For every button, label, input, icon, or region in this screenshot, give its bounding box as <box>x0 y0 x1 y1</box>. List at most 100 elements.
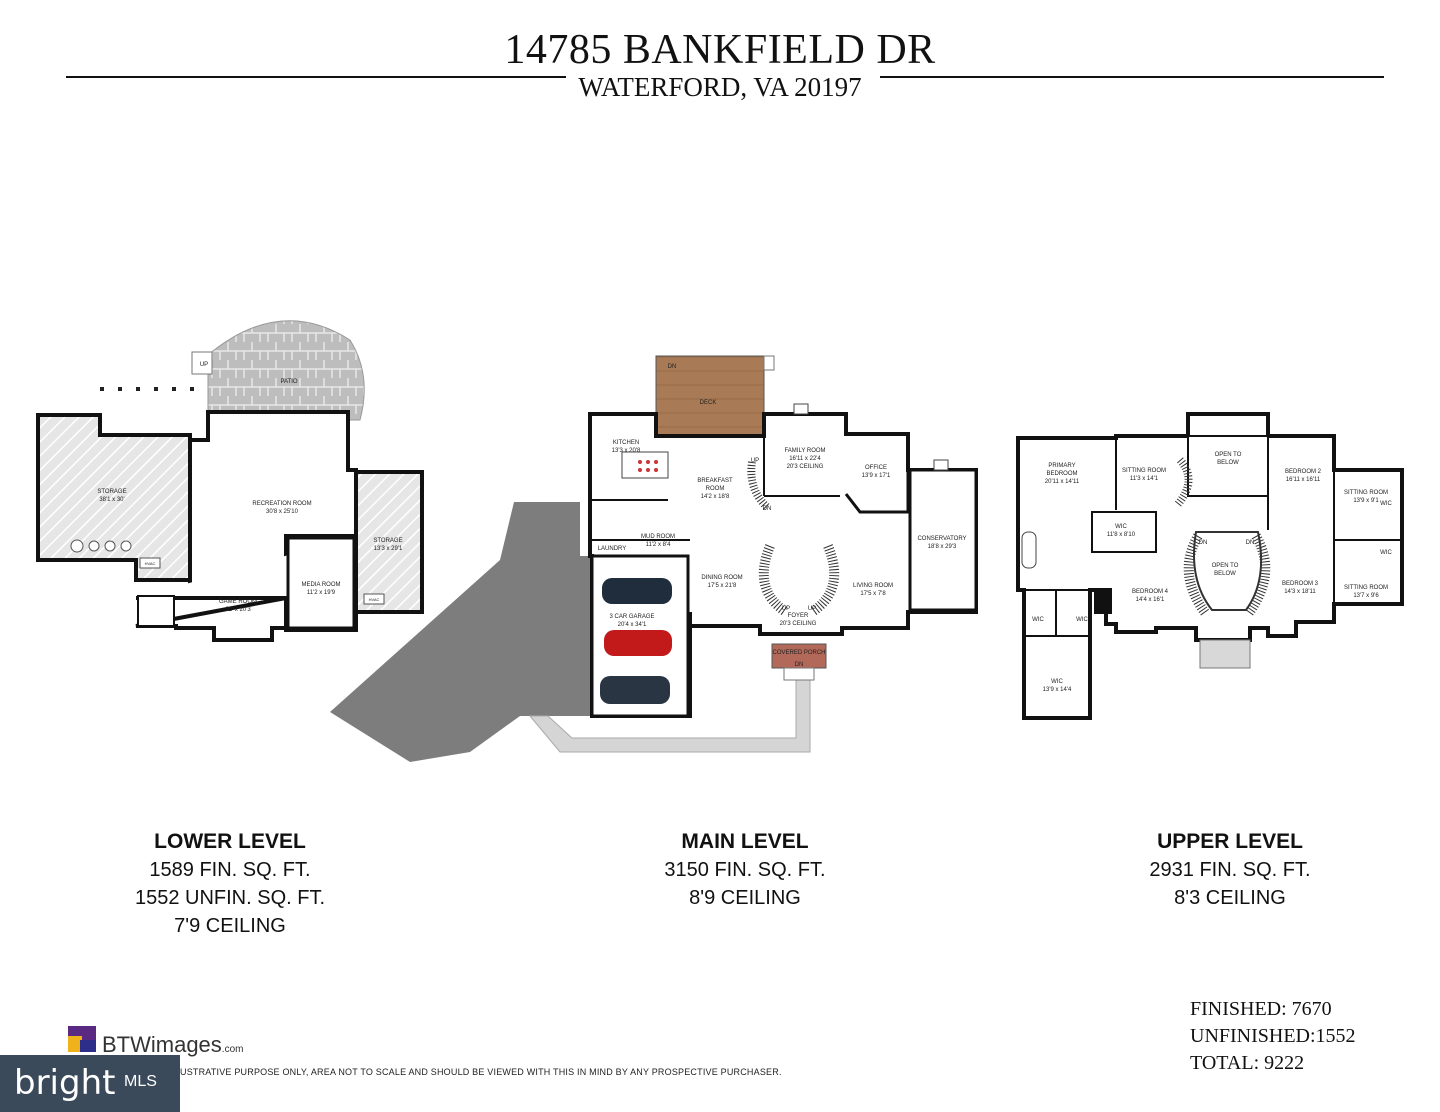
disclaimer-text: USTRATIVE PURPOSE ONLY, AREA NOT TO SCAL… <box>180 1067 782 1077</box>
label-media: MEDIA ROOM <box>301 582 340 588</box>
label-storage-right: STORAGE <box>373 538 402 544</box>
staircase-right <box>809 544 840 617</box>
label-wic-right: WIC <box>1076 617 1088 623</box>
deck-stairs <box>763 355 775 371</box>
btw-logo-text: BTWimages.com <box>102 1032 244 1057</box>
label-wic-top: WIC <box>1115 524 1127 530</box>
label-breakfast-2: ROOM <box>706 486 725 492</box>
label-office-dim: 13'9 x 17'1 <box>862 473 891 479</box>
label-storage-left: STORAGE <box>97 489 126 495</box>
label-game: GAME ROOM <box>219 599 257 605</box>
label-sitting2-dim: 13'9 x 9'1 <box>1353 498 1379 504</box>
main-level-line-1: 3150 FIN. SQ. FT. <box>664 859 826 881</box>
label-media-dim: 11'2 x 19'9 <box>307 590 336 596</box>
stair-void <box>1094 588 1112 614</box>
label-living: LIVING ROOM <box>853 583 893 589</box>
label-breakfast: BREAKFAST <box>697 478 733 484</box>
primary-tub <box>1021 531 1037 569</box>
label-recreation-dim: 30'8 x 25'10 <box>266 509 299 515</box>
label-sitting3: SITTING ROOM <box>1344 585 1388 591</box>
label-hvac-2: HVAC <box>369 597 380 602</box>
label-porch-dn: DN <box>795 662 804 668</box>
car-bottom <box>600 676 670 704</box>
label-bedroom4-dim: 14'4 x 16'1 <box>1136 597 1165 603</box>
porch-stairs <box>783 667 815 681</box>
mls-wordmark: MLS <box>124 1073 157 1090</box>
grand-total: TOTAL: 9222 <box>1190 1052 1305 1074</box>
bright-mls-watermark: bright MLS <box>0 1055 180 1112</box>
label-sitting3-dim: 13'7 x 9'6 <box>1353 593 1379 599</box>
btw-logo: BTWimages.com <box>66 1024 243 1059</box>
main-level-summary: MAIN LEVEL 3150 FIN. SQ. FT. 8'9 CEILING <box>595 828 895 912</box>
property-city: WATERFORD, VA 20197 <box>0 72 1440 103</box>
label-game-dim: 22' x 20'3 <box>225 607 251 613</box>
sqft-totals: FINISHED: 7670 UNFINISHED:1552 TOTAL: 92… <box>1190 996 1356 1077</box>
lower-level-line-2: 1552 UNFIN. SQ. FT. <box>134 887 326 909</box>
label-bedroom2: BEDROOM 2 <box>1285 469 1322 475</box>
label-patio: PATIO <box>280 379 297 385</box>
media-room <box>286 536 356 630</box>
label-foyer: FOYER <box>788 613 809 619</box>
upper-level-line-2: 8'3 CEILING <box>1174 887 1286 909</box>
label-open1b: BELOW <box>1217 460 1239 466</box>
label-garage: 3 CAR GARAGE <box>609 614 654 620</box>
car-top <box>602 578 672 604</box>
staircase-left <box>758 544 789 617</box>
kitchen-island <box>621 451 669 479</box>
label-conservatory-dim: 18'8 x 29'3 <box>928 544 957 550</box>
main-level-plan: DN DECK KITCHEN 13'3 x 20'8 BREAKFAST RO… <box>330 355 978 762</box>
label-conservatory: CONSERVATORY <box>917 536 966 542</box>
label-wic-small-2: WIC <box>1380 550 1392 556</box>
label-foyer-ceiling: 20'3 CEILING <box>780 621 817 627</box>
upper-level-line-1: 2931 FIN. SQ. FT. <box>1149 859 1311 881</box>
label-recreation: RECREATION ROOM <box>252 501 311 507</box>
lower-level-line-3: 7'9 CEILING <box>174 915 286 937</box>
lower-level-title: LOWER LEVEL <box>154 830 306 853</box>
patio-stairs <box>191 351 213 375</box>
label-primary-dim: 20'11 x 14'11 <box>1045 479 1080 485</box>
fireplace-conservatory <box>933 459 949 471</box>
upper-level-summary: UPPER LEVEL 2931 FIN. SQ. FT. 8'3 CEILIN… <box>1080 828 1380 912</box>
label-primary: PRIMARY <box>1048 463 1075 469</box>
lower-level-line-1: 1589 FIN. SQ. FT. <box>149 859 311 881</box>
label-kitchen-dim: 13'3 x 20'8 <box>612 448 641 454</box>
label-open2: OPEN TO <box>1212 563 1239 569</box>
label-family: FAMILY ROOM <box>784 448 825 454</box>
label-dining-dim: 17'5 x 21'8 <box>708 583 737 589</box>
label-sitting1: SITTING ROOM <box>1122 468 1166 474</box>
balcony <box>1199 639 1251 669</box>
fireplace-family <box>793 403 809 415</box>
label-mud: MUD ROOM <box>641 534 675 540</box>
wic-top <box>1091 511 1157 553</box>
label-deck-dn: DN <box>668 364 677 370</box>
upper-level-title: UPPER LEVEL <box>1157 830 1303 853</box>
label-porch: COVERED PORCH <box>772 650 825 656</box>
label-kitchen: KITCHEN <box>613 440 639 446</box>
label-open2b: BELOW <box>1214 571 1236 577</box>
label-foyer-up-left: UP <box>782 606 790 612</box>
label-mud-dim: 11'2 x 8'4 <box>646 542 672 548</box>
label-dining: DINING ROOM <box>701 575 742 581</box>
label-hvac-1: HVAC <box>145 561 156 566</box>
label-lower-up: UP <box>200 362 208 368</box>
label-wic-big: WIC <box>1051 679 1063 685</box>
label-primary-2: BEDROOM <box>1046 471 1077 477</box>
label-family-ceiling: 20'3 CEILING <box>787 464 824 470</box>
island-seats <box>638 460 658 472</box>
label-sitting1-dim: 11'3 x 14'1 <box>1130 476 1159 482</box>
label-upper-dn-left: DN <box>1199 540 1208 546</box>
lower-level-summary: LOWER LEVEL 1589 FIN. SQ. FT. 1552 UNFIN… <box>80 828 380 940</box>
driveway <box>330 502 600 762</box>
label-wic-small-1: WIC <box>1380 501 1392 507</box>
patio <box>207 320 365 421</box>
label-storage-left-dim: 38'1 x 30' <box>99 497 124 503</box>
label-storage-right-dim: 13'3 x 29'1 <box>374 546 403 552</box>
main-level-title: MAIN LEVEL <box>681 830 809 853</box>
lower-equipment <box>70 539 385 605</box>
label-bedroom3: BEDROOM 3 <box>1282 581 1319 587</box>
lower-level-plan: PATIO UP STORAGE 38'1 x 30' RECREATION R… <box>36 320 424 642</box>
label-laundry: LAUNDRY <box>598 546 627 552</box>
label-breakfast-dim: 14'2 x 18'8 <box>701 494 730 500</box>
lower-dotted-line <box>100 387 194 391</box>
label-open1: OPEN TO <box>1215 452 1242 458</box>
